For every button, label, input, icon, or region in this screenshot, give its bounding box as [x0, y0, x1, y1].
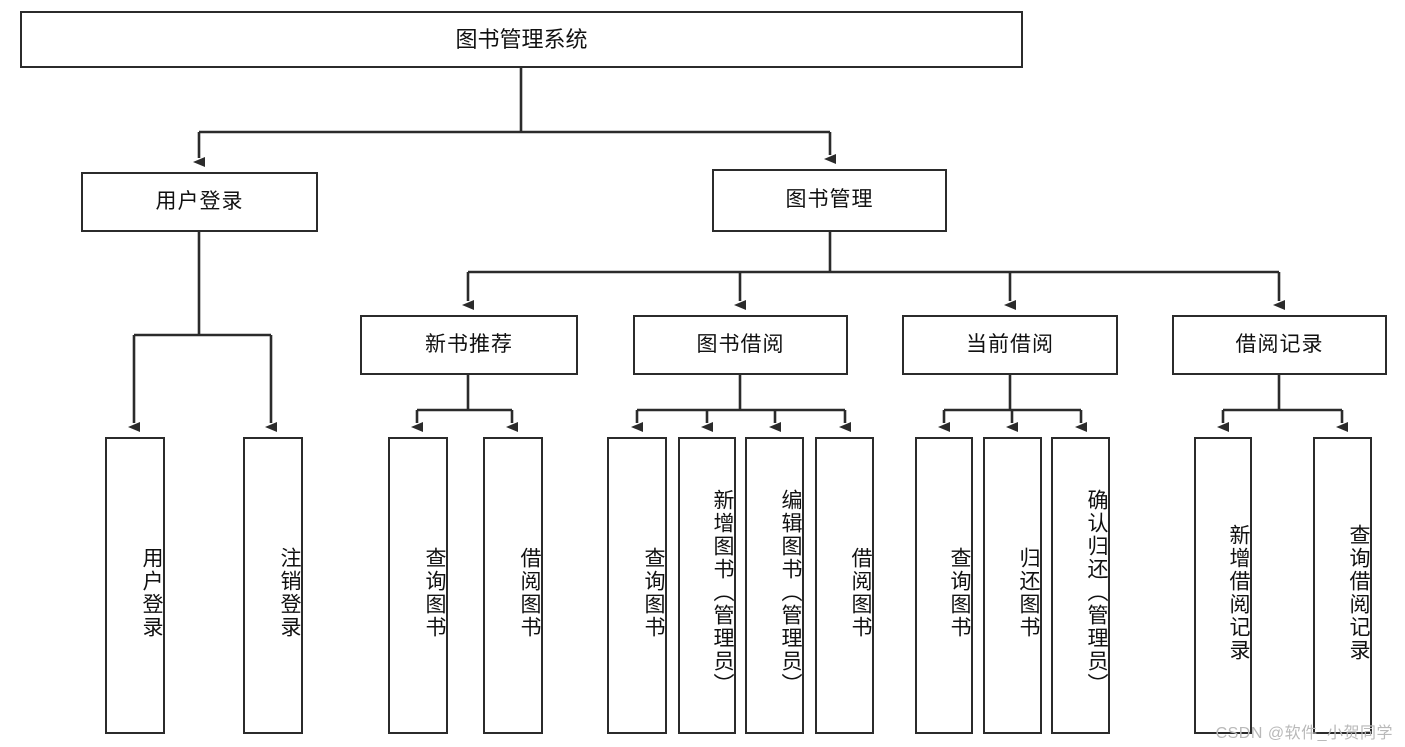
node-book-borrow[interactable]: 图书借阅	[633, 315, 848, 375]
leaf-add-book-admin[interactable]: 新增图书（管理员）	[678, 437, 736, 734]
node-label: 图书管理系统	[455, 26, 588, 52]
node-root-book-management-system[interactable]: 图书管理系统	[20, 11, 1023, 68]
leaf-query-book-recommend[interactable]: 查询图书	[388, 437, 448, 734]
leaf-return-book[interactable]: 归还图书	[983, 437, 1042, 734]
node-label: 借阅记录	[1235, 332, 1324, 356]
node-label: 确认归还（管理员）	[1085, 489, 1108, 696]
node-label: 用户登录	[140, 546, 163, 639]
node-label: 编辑图书（管理员）	[779, 489, 802, 696]
node-label: 新增图书（管理员）	[711, 489, 734, 696]
leaf-query-book-current[interactable]: 查询图书	[915, 437, 973, 734]
node-label: 新书推荐	[425, 332, 513, 356]
node-label: 归还图书	[1017, 546, 1040, 639]
node-label: 查询借阅记录	[1347, 523, 1370, 662]
node-label: 借阅图书	[849, 546, 872, 639]
node-new-book-recommend[interactable]: 新书推荐	[360, 315, 578, 375]
node-borrow-record[interactable]: 借阅记录	[1172, 315, 1387, 375]
node-label: 新增借阅记录	[1227, 523, 1250, 662]
leaf-logout[interactable]: 注销登录	[243, 437, 303, 734]
leaf-confirm-return-admin[interactable]: 确认归还（管理员）	[1051, 437, 1110, 734]
node-label: 借阅图书	[518, 546, 541, 639]
leaf-add-borrow-record[interactable]: 新增借阅记录	[1194, 437, 1252, 734]
node-label: 注销登录	[278, 546, 301, 639]
node-label: 图书管理	[785, 188, 874, 212]
leaf-query-borrow-record[interactable]: 查询借阅记录	[1313, 437, 1372, 734]
node-label: 查询图书	[423, 546, 446, 639]
node-current-borrow[interactable]: 当前借阅	[902, 315, 1118, 375]
leaf-edit-book-admin[interactable]: 编辑图书（管理员）	[745, 437, 804, 734]
leaf-query-book-borrow[interactable]: 查询图书	[607, 437, 667, 734]
node-label: 用户登录	[155, 189, 244, 213]
node-label: 查询图书	[642, 546, 665, 639]
leaf-borrow-book-recommend[interactable]: 借阅图书	[483, 437, 543, 734]
node-label: 查询图书	[948, 546, 971, 639]
node-book-management[interactable]: 图书管理	[712, 169, 947, 232]
node-label: 当前借阅	[966, 332, 1054, 356]
leaf-borrow-book[interactable]: 借阅图书	[815, 437, 874, 734]
node-label: 图书借阅	[696, 332, 785, 356]
csdn-watermark: CSDN @软件_小贺同学	[1215, 725, 1393, 742]
node-user-login[interactable]: 用户登录	[81, 172, 318, 232]
leaf-user-login[interactable]: 用户登录	[105, 437, 165, 734]
